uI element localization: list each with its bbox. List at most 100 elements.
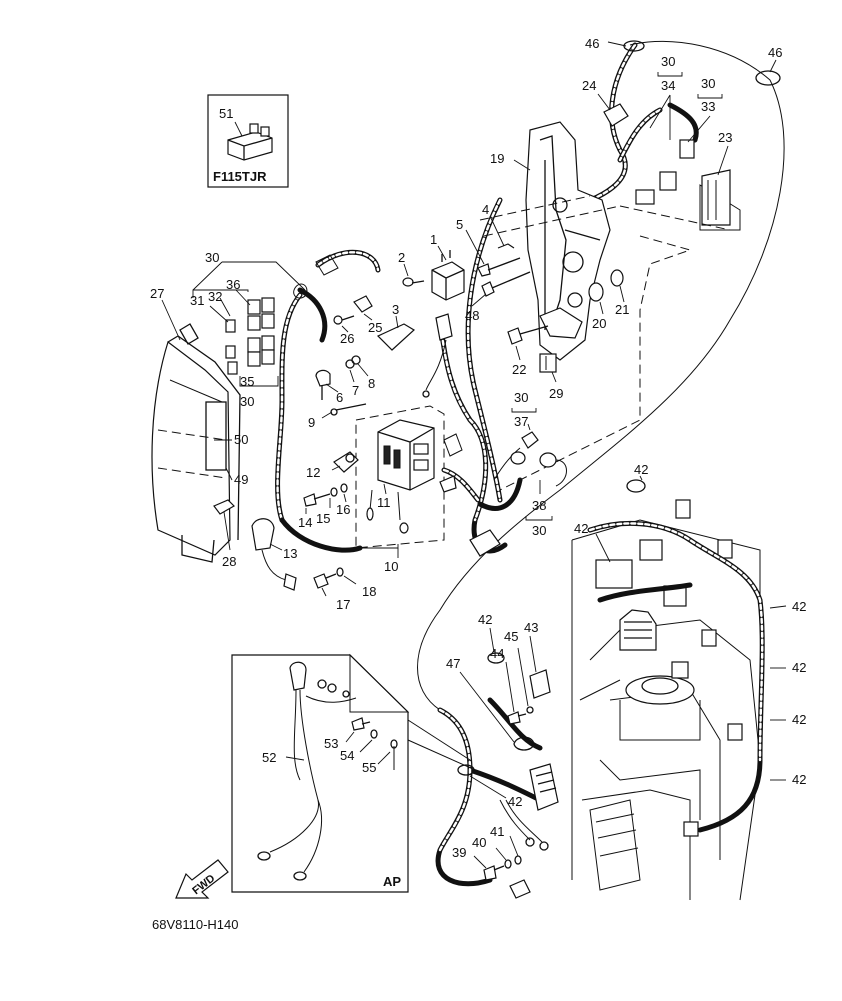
clamp-46-right-icon — [755, 59, 781, 86]
callout-44: 44 — [490, 646, 504, 661]
spacer-20-21-icon — [588, 269, 625, 315]
engine-block — [571, 499, 765, 901]
bracket-3-icon — [376, 315, 416, 351]
callout-26: 26 — [340, 331, 354, 346]
callout-5: 5 — [456, 217, 463, 232]
callout-30-d: 30 — [701, 76, 715, 91]
callout-18: 18 — [362, 584, 376, 599]
bracket-19 — [525, 121, 611, 361]
callout-27: 27 — [150, 286, 164, 301]
callout-22: 22 — [512, 362, 526, 377]
callout-30-a: 30 — [205, 250, 219, 265]
callout-42-a: 42 — [634, 462, 648, 477]
callout-24: 24 — [582, 78, 596, 93]
drawing-code: 68V8110-H140 — [152, 917, 239, 932]
callout-37: 37 — [514, 414, 528, 429]
ground-lead-13 — [251, 518, 297, 591]
callout-4: 4 — [482, 202, 489, 217]
inset-f115tjr: 51 F115TJR — [207, 94, 289, 188]
callout-33: 33 — [701, 99, 715, 114]
callout-15: 15 — [316, 511, 330, 526]
callout-30-c: 30 — [661, 54, 675, 69]
callout-53: 53 — [324, 736, 338, 751]
callout-9: 9 — [308, 415, 315, 430]
clip-25-26-icon — [333, 295, 373, 333]
fuse-6-7-8-icon — [315, 355, 369, 400]
bolt-17-18-icon — [313, 567, 357, 597]
clamp-46-left-icon — [607, 40, 645, 52]
callout-19: 19 — [490, 151, 504, 166]
callout-40: 40 — [472, 835, 486, 850]
callout-6: 6 — [336, 390, 343, 405]
callout-30-f: 30 — [532, 523, 546, 538]
callout-45: 45 — [504, 629, 518, 644]
battery-cable-52 — [257, 661, 357, 881]
callout-46-a: 46 — [585, 36, 599, 51]
relay-group — [225, 297, 275, 375]
rectifier-11 — [366, 419, 435, 534]
callout-34: 34 — [661, 78, 675, 93]
callout-42-d: 42 — [792, 660, 806, 675]
callout-49: 49 — [234, 472, 248, 487]
wire-harness-top — [417, 40, 785, 711]
screw-2-icon — [402, 263, 425, 287]
callout-55: 55 — [362, 760, 376, 775]
callout-16: 16 — [336, 502, 350, 517]
clamp-42-a-icon — [626, 475, 646, 493]
callout-17: 17 — [336, 597, 350, 612]
bracket-43-icon — [529, 635, 551, 699]
callout-7: 7 — [352, 383, 359, 398]
bolt-39-40-41-icon — [473, 835, 522, 881]
callout-30-b: 30 — [240, 394, 254, 409]
callout-20: 20 — [592, 316, 606, 331]
sensor-37-38-icon — [493, 423, 567, 494]
callout-52-label: 52 — [262, 750, 276, 765]
inset-ap: 53 54 55 AP — [231, 653, 521, 893]
callout-28: 28 — [222, 554, 236, 569]
clamp-42-g-icon — [487, 627, 505, 664]
callout-42-c: 42 — [792, 599, 806, 614]
callout-42-g: 42 — [478, 612, 492, 627]
callout-12: 12 — [306, 465, 320, 480]
callout-25: 25 — [368, 320, 382, 335]
callout-8: 8 — [368, 376, 375, 391]
fuse-9-icon — [321, 403, 367, 419]
callout-31: 31 — [190, 293, 204, 308]
holder-12-icon — [331, 451, 359, 473]
cover-plate-27 — [151, 323, 241, 563]
callout-2: 2 — [398, 250, 405, 265]
callout-41: 41 — [490, 824, 504, 839]
callout-51: 51 — [219, 106, 233, 121]
callout-42-b: 42 — [574, 521, 588, 536]
washer-set-14-16-icon — [303, 483, 348, 514]
bolt-22-icon — [507, 325, 549, 361]
callout-29: 29 — [549, 386, 563, 401]
callout-42-h: 42 — [508, 794, 522, 809]
callout-46-b: 46 — [768, 45, 782, 60]
clip-28 — [213, 499, 235, 551]
callout-48: 48 — [465, 308, 479, 323]
callout-10: 10 — [384, 559, 398, 574]
connector-center — [422, 313, 453, 398]
callout-32: 32 — [208, 289, 222, 304]
connector-51-icon — [227, 121, 273, 161]
inset-label-f115tjr: F115TJR — [213, 169, 267, 184]
callout-42-e: 42 — [792, 712, 806, 727]
bolt-48-icon — [471, 271, 531, 307]
callout-14: 14 — [298, 515, 312, 530]
callout-54: 54 — [340, 748, 354, 763]
callout-21: 21 — [615, 302, 629, 317]
bolt-53-55-icon — [345, 717, 398, 770]
callout-39: 39 — [452, 845, 466, 860]
inset-label-ap: AP — [383, 874, 401, 889]
callout-13: 13 — [283, 546, 297, 561]
callout-42-f: 42 — [792, 772, 806, 787]
wire-harness-middle — [279, 433, 523, 557]
clip-29-icon — [539, 353, 557, 383]
bolt-4-5-icon — [465, 215, 521, 277]
callout-30-e: 30 — [514, 390, 528, 405]
bolt-44-45-icon — [505, 647, 534, 725]
callout-1: 1 — [430, 232, 437, 247]
callout-35: 35 — [240, 374, 254, 389]
